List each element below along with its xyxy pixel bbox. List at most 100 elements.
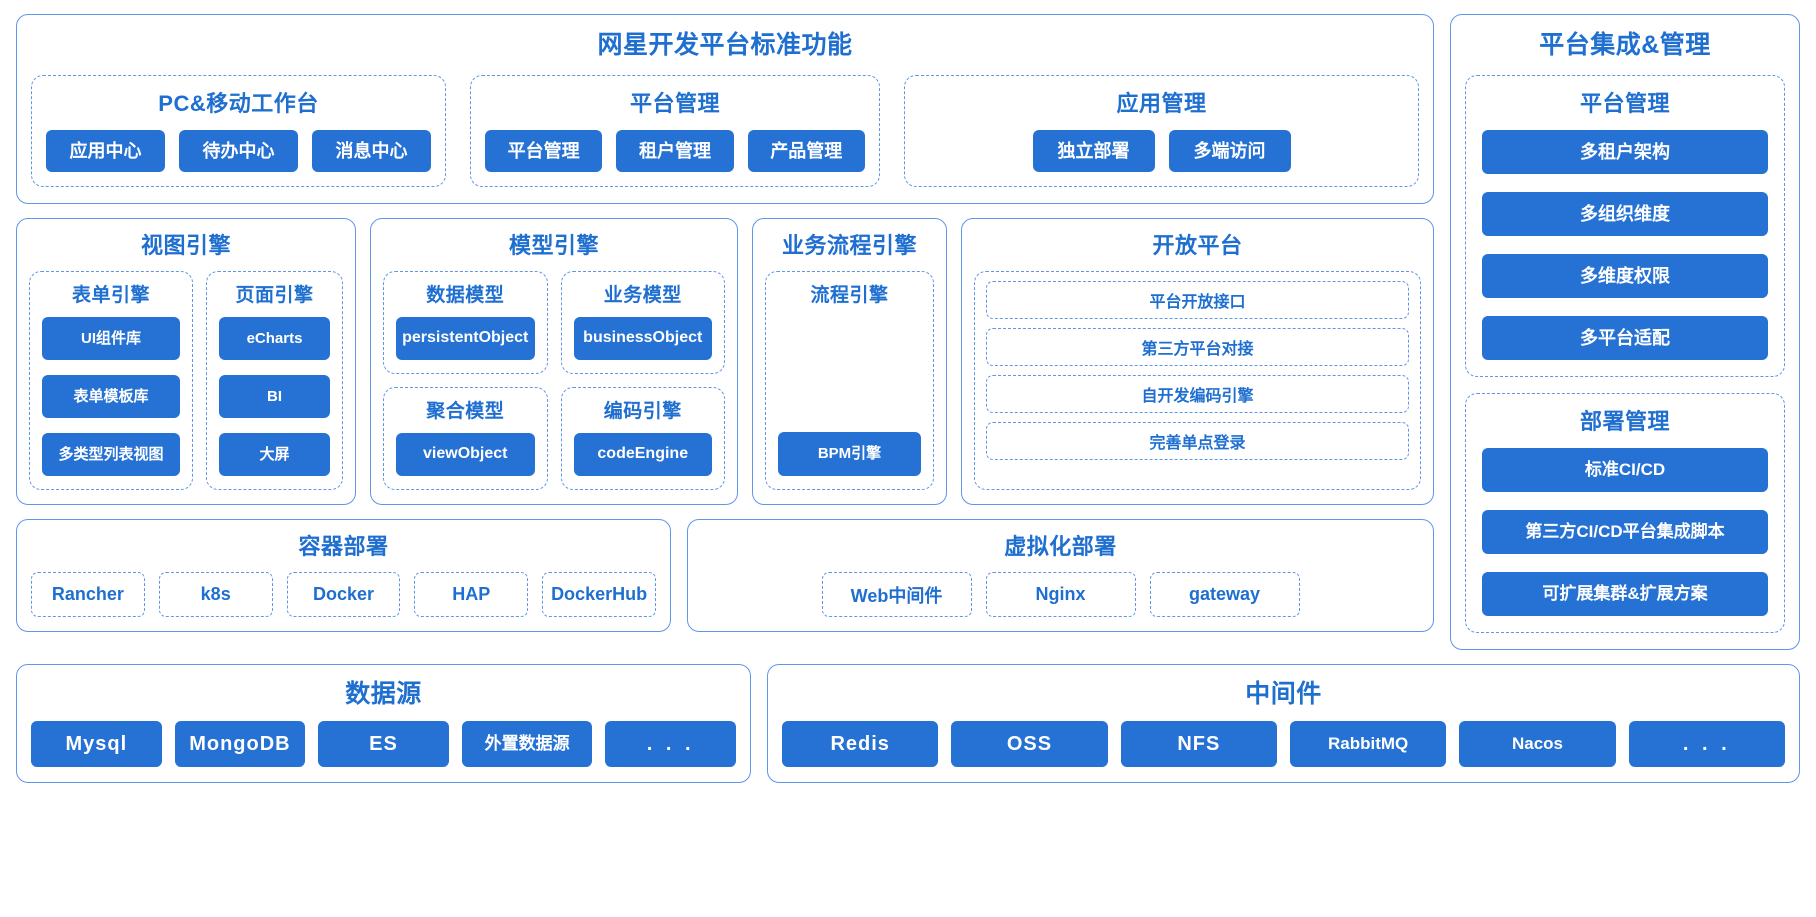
chip-redis[interactable]: Redis [782,721,939,767]
chip-docker[interactable]: Docker [286,572,401,617]
chip-es[interactable]: ES [318,721,449,767]
group-workbench-chips: 应用中心 待办中心 消息中心 [46,130,431,172]
open-platform-items: 平台开放接口 第三方平台对接 自开发编码引擎 完善单点登录 [974,271,1421,490]
standard-functions-title: 网星开发平台标准功能 [597,31,853,59]
datasource-panel: 数据源 Mysql MongoDB ES 外置数据源 . . . [16,664,751,783]
virtual-deploy-chips: Web中间件 Nginx gateway [702,572,1419,617]
pi-deploy-management-chips: 标准CI/CD 第三方CI/CD平台集成脚本 可扩展集群&扩展方案 [1482,448,1768,616]
chip-ui-component-library[interactable]: UI组件库 [42,317,180,360]
group-platform-management: 平台管理 平台管理 租户管理 产品管理 [470,75,880,187]
chip-independent-deploy[interactable]: 独立部署 [1032,130,1155,172]
chip-standard-ci-cd[interactable]: 标准CI/CD [1482,448,1768,492]
chip-third-party-integration[interactable]: 第三方平台对接 [986,328,1409,366]
chip-mongodb[interactable]: MongoDB [174,721,306,767]
chip-middleware-more[interactable]: . . . [1628,721,1785,767]
platform-integration-panel: 平台集成&管理 平台管理 多租户架构 多组织维度 多维度权限 多平台适配 部署管… [1450,14,1800,650]
group-app-management-title: 应用管理 [1116,91,1207,116]
business-model-title: 业务模型 [603,285,682,306]
model-engine-left-column: 数据模型 persistentObject 聚合模型 viewObject [383,271,548,490]
chip-view-object[interactable]: viewObject [396,433,535,476]
chip-platform-mgmt[interactable]: 平台管理 [485,130,603,172]
chip-tenant-mgmt[interactable]: 租户管理 [616,130,734,172]
chip-multi-type-list-view[interactable]: 多类型列表视图 [42,433,180,476]
right-column: 平台集成&管理 平台管理 多租户架构 多组织维度 多维度权限 多平台适配 部署管… [1450,14,1800,650]
chip-platform-open-api[interactable]: 平台开放接口 [986,281,1409,319]
model-engine-right-column: 业务模型 businessObject 编码引擎 codeEngine [560,271,725,490]
group-app-management: 应用管理 独立部署 多端访问 [904,75,1419,187]
standard-functions-panel: 网星开发平台标准功能 PC&移动工作台 应用中心 待办中心 消息中心 平台管理 [16,14,1434,204]
chip-todo-center[interactable]: 待办中心 [179,130,298,172]
pi-platform-management-group: 平台管理 多租户架构 多组织维度 多维度权限 多平台适配 [1465,75,1785,377]
model-engine-title: 模型引擎 [508,233,599,258]
chip-multi-dimension-permission[interactable]: 多维度权限 [1482,254,1768,298]
chip-app-center[interactable]: 应用中心 [46,130,165,172]
chip-product-mgmt[interactable]: 产品管理 [747,130,865,172]
chip-persistent-object[interactable]: persistentObject [396,317,535,360]
virtual-deploy-title: 虚拟化部署 [1004,534,1117,559]
business-model-box: 业务模型 businessObject [560,271,725,374]
group-workbench-title: PC&移动工作台 [158,91,319,116]
model-engine-panel: 模型引擎 数据模型 persistentObject 聚合模型 viewObje… [370,218,738,505]
chip-multi-terminal-access[interactable]: 多端访问 [1168,130,1291,172]
data-model-box: 数据模型 persistentObject [383,271,548,374]
page-engine-chips: eCharts BI 大屏 [219,317,330,476]
chip-bpm-engine[interactable]: BPM引擎 [778,432,921,476]
chip-k8s[interactable]: k8s [158,572,273,617]
pi-platform-management-chips: 多租户架构 多组织维度 多维度权限 多平台适配 [1482,130,1768,360]
code-engine-title: 编码引擎 [603,401,682,422]
bottom-row: 数据源 Mysql MongoDB ES 外置数据源 . . . 中间件 Red… [16,664,1800,783]
chip-rancher[interactable]: Rancher [31,572,145,617]
form-engine-chips: UI组件库 表单模板库 多类型列表视图 [42,317,180,476]
code-engine-box: 编码引擎 codeEngine [560,387,725,490]
chip-dockerhub[interactable]: DockerHub [542,572,656,617]
form-engine-title: 表单引擎 [71,285,150,306]
chip-datasource-more[interactable]: . . . [605,721,736,767]
chip-self-developed-code-engine[interactable]: 自开发编码引擎 [986,375,1409,413]
chip-nfs[interactable]: NFS [1120,721,1277,767]
group-app-management-chips: 独立部署 多端访问 [919,130,1404,172]
chip-code-engine[interactable]: codeEngine [573,433,712,476]
process-engine-title: 业务流程引擎 [781,233,917,258]
container-deploy-panel: 容器部署 Rancher k8s Docker HAP DockerHub [16,519,671,632]
open-platform-panel: 开放平台 平台开放接口 第三方平台对接 自开发编码引擎 完善单点登录 [961,218,1434,505]
view-engine-title: 视图引擎 [140,233,231,258]
chip-single-sign-on[interactable]: 完善单点登录 [986,422,1409,460]
chip-business-object[interactable]: businessObject [573,317,712,360]
chip-oss[interactable]: OSS [951,721,1108,767]
chip-gateway[interactable]: gateway [1149,572,1300,617]
virtual-deploy-panel: 虚拟化部署 Web中间件 Nginx gateway [687,519,1434,632]
chip-hap[interactable]: HAP [414,572,529,617]
chip-message-center[interactable]: 消息中心 [312,130,431,172]
page-engine-box: 页面引擎 eCharts BI 大屏 [206,271,343,490]
chip-mysql[interactable]: Mysql [31,721,162,767]
chip-bi[interactable]: BI [219,375,330,418]
group-workbench: PC&移动工作台 应用中心 待办中心 消息中心 [31,75,446,187]
standard-functions-groups: PC&移动工作台 应用中心 待办中心 消息中心 平台管理 平台管理 租户管理 产… [31,75,1419,187]
group-platform-management-chips: 平台管理 租户管理 产品管理 [485,130,865,172]
chip-multi-org-dimension[interactable]: 多组织维度 [1482,192,1768,236]
chip-nacos[interactable]: Nacos [1459,721,1616,767]
chip-scalable-cluster[interactable]: 可扩展集群&扩展方案 [1482,572,1768,616]
chip-form-template-library[interactable]: 表单模板库 [42,375,180,418]
middleware-chips: Redis OSS NFS RabbitMQ Nacos . . . [782,721,1785,767]
chip-big-screen[interactable]: 大屏 [219,433,330,476]
view-engine-subgroups: 表单引擎 UI组件库 表单模板库 多类型列表视图 页面引擎 eCharts [29,271,343,490]
chip-web-middleware[interactable]: Web中间件 [821,572,972,617]
chip-third-party-ci-cd-script[interactable]: 第三方CI/CD平台集成脚本 [1482,510,1768,554]
chip-multi-tenant-architecture[interactable]: 多租户架构 [1482,130,1768,174]
top-row: 网星开发平台标准功能 PC&移动工作台 应用中心 待办中心 消息中心 平台管理 [16,14,1800,650]
pi-deploy-management-group: 部署管理 标准CI/CD 第三方CI/CD平台集成脚本 可扩展集群&扩展方案 [1465,393,1785,633]
chip-external-datasource[interactable]: 外置数据源 [461,721,593,767]
open-platform-title: 开放平台 [1152,233,1243,258]
chip-echarts[interactable]: eCharts [219,317,330,360]
chip-rabbitmq[interactable]: RabbitMQ [1290,721,1447,767]
page-engine-title: 页面引擎 [235,285,314,306]
model-engine-subgroups: 数据模型 persistentObject 聚合模型 viewObject 业务… [383,271,725,490]
chip-nginx[interactable]: Nginx [985,572,1136,617]
platform-integration-title: 平台集成&管理 [1539,31,1711,59]
form-engine-box: 表单引擎 UI组件库 表单模板库 多类型列表视图 [29,271,193,490]
datasource-chips: Mysql MongoDB ES 外置数据源 . . . [31,721,736,767]
chip-multi-platform-adaptation[interactable]: 多平台适配 [1482,316,1768,360]
middleware-panel: 中间件 Redis OSS NFS RabbitMQ Nacos . . . [767,664,1800,783]
